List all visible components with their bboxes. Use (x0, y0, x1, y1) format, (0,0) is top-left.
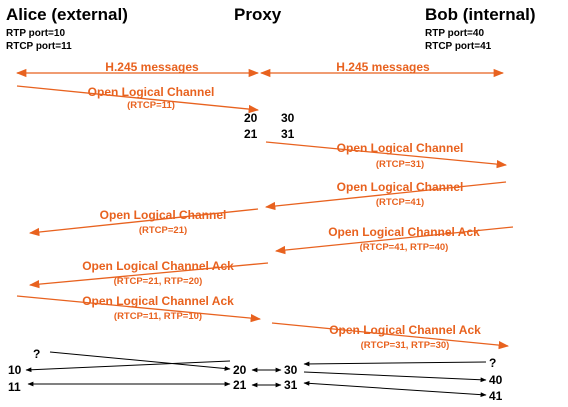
bob-media-41: 41 (489, 389, 503, 403)
proxy-port-20: 20 (244, 111, 258, 125)
bob-rtp-port: RTP port=40 (425, 28, 484, 39)
alice-rtcp-port: RTCP port=11 (6, 41, 72, 52)
msg-sub-7: (RTCP=11, RTP=10) (114, 311, 202, 322)
alice-header: Alice (external) (6, 5, 128, 24)
msg-arrow-4 (28, 208, 259, 237)
proxy-port-30: 30 (281, 111, 295, 125)
proxy-port-31: 31 (281, 127, 295, 141)
alice-unknown-port: ? (33, 347, 40, 361)
msg-arrow-2 (265, 141, 508, 169)
msg-arrow-3 (264, 181, 507, 211)
msg-arrow-5 (274, 226, 514, 255)
proxy-media-30: 30 (284, 363, 298, 377)
msg-sub-4: (RTCP=21) (139, 225, 187, 236)
msg-sub-6: (RTCP=21, RTP=20) (114, 276, 203, 287)
h245-label-left: H.245 messages (105, 60, 199, 74)
msg-label-2: Open Logical Channel (337, 141, 464, 155)
bob-media-40: 40 (489, 373, 503, 387)
msg-sub-3: (RTCP=41) (376, 197, 424, 208)
media-arrow-proxy20-to-alice10 (25, 360, 231, 373)
media-arrow-alice-to-proxy20 (49, 351, 231, 371)
h245-label-right: H.245 messages (336, 60, 430, 74)
proxy-header: Proxy (234, 5, 282, 24)
msg-arrow-1 (16, 85, 260, 114)
msg-arrow-6 (28, 262, 269, 289)
msg-label-4: Open Logical Channel (100, 208, 227, 222)
bob-rtcp-port: RTCP port=41 (425, 41, 492, 52)
alice-media-10: 10 (8, 363, 22, 377)
alice-media-11: 11 (8, 380, 21, 394)
msg-sub-1: (RTCP=11) (127, 100, 175, 111)
media-arrow-proxy30-to-bob40 (303, 371, 487, 383)
proxy-media-21: 21 (233, 378, 247, 392)
msg-sub-8: (RTCP=31, RTP=30) (361, 340, 450, 351)
msg-label-6: Open Logical Channel Ack (82, 259, 234, 273)
msg-label-8: Open Logical Channel Ack (329, 323, 481, 337)
media-arrow-bob-to-proxy30 (303, 361, 487, 367)
msg-label-1: Open Logical Channel (88, 85, 215, 99)
media-arrow-proxy31-bob41 (303, 380, 487, 398)
bob-unknown-port: ? (489, 356, 496, 370)
proxy-media-20: 20 (233, 363, 247, 377)
msg-sub-2: (RTCP=31) (376, 159, 424, 170)
msg-arrow-8 (271, 322, 510, 350)
proxy-media-31: 31 (284, 378, 298, 392)
msg-label-7: Open Logical Channel Ack (82, 294, 234, 308)
bob-header: Bob (internal) (425, 5, 536, 24)
msg-label-5: Open Logical Channel Ack (328, 225, 480, 239)
msg-sub-5: (RTCP=41, RTP=40) (360, 242, 449, 253)
msg-label-3: Open Logical Channel (337, 180, 464, 194)
msg-arrow-7 (16, 295, 262, 323)
proxy-port-21: 21 (244, 127, 258, 141)
alice-rtp-port: RTP port=10 (6, 28, 65, 39)
